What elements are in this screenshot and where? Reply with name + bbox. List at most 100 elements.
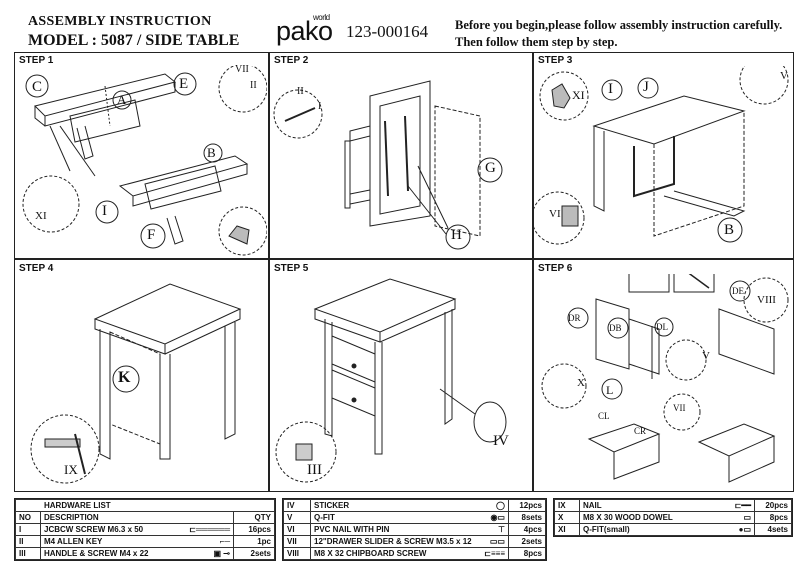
model-label: MODEL : 5087 / SIDE TABLE <box>28 32 240 49</box>
hw-no: I <box>15 523 41 536</box>
callout-i-circle <box>601 79 623 101</box>
step6-callout-l: L <box>606 383 614 397</box>
table-top <box>313 278 457 333</box>
step4-callout-k: K <box>118 369 131 386</box>
divider-v2 <box>532 52 534 492</box>
step1-callout-ii: VII <box>235 64 249 75</box>
step3-callout-j: J <box>643 79 649 95</box>
detail-xi-circle <box>539 71 589 121</box>
frame-rail-top <box>34 73 177 117</box>
hardware-row: XI Q-FIT(small)●▭ 4sets <box>554 523 792 536</box>
detail-dowel-circle <box>541 363 587 409</box>
warning-box-2 <box>673 274 715 293</box>
qfit-icon: ◉▭ <box>490 512 505 522</box>
sticker-icon: ◯ <box>496 500 505 510</box>
hw-desc: JCBCW SCREW M6.3 x 50⊏══════ <box>40 523 234 536</box>
frame-rail-bottom <box>118 155 249 197</box>
callout-l-circle <box>601 378 623 400</box>
drawer-box-right <box>697 423 776 457</box>
callout-k-circle <box>112 365 140 393</box>
panel-b <box>144 165 222 210</box>
leg-e <box>166 215 184 245</box>
nail-icon: ⊏━━ <box>734 500 751 510</box>
long-screw-icon: ⊏══════ <box>189 524 230 534</box>
hw-desc: PVC NAIL WITH PIN⊤ <box>310 523 509 536</box>
step1-callout-vii: XI <box>35 210 47 222</box>
detail-hammer-circle <box>30 414 100 484</box>
step3-callout-v: V <box>780 70 788 82</box>
hw-desc: HANDLE & SCREW M4 x 22▣ ⊸ <box>40 547 234 560</box>
product-code: 123-000164 <box>346 22 429 41</box>
detail-handle-circle <box>275 421 337 483</box>
step-2-illustration <box>273 80 503 250</box>
side-panel-frame <box>369 80 431 227</box>
step-6-illustration <box>541 274 789 483</box>
hw-qty: 1pc <box>233 535 275 548</box>
step6-callout-dl: DL <box>656 322 668 332</box>
hw-desc: Q-FIT(small)●▭ <box>579 523 755 536</box>
step6-callout-db: DB <box>609 323 622 333</box>
panel-a <box>69 99 141 143</box>
divider-h1 <box>14 258 794 260</box>
step-2-label: STEP 2 <box>274 55 309 66</box>
step2-callout-ii: II <box>297 86 304 97</box>
callout-b-circle <box>717 217 743 243</box>
drawer-2 <box>331 369 376 417</box>
step-6-label: STEP 6 <box>538 263 573 274</box>
detail-qfit-circle <box>665 339 707 381</box>
step-4-illustration <box>30 283 242 484</box>
chipboard-screw-icon: ⊏≡≡≡ <box>484 548 505 558</box>
hw-desc: Q-FIT◉▭ <box>310 511 509 524</box>
callout-dr-circle <box>567 307 589 329</box>
hw-no: XI <box>554 523 580 536</box>
divider-v1 <box>268 52 270 492</box>
drawer-side-dr <box>595 298 630 370</box>
callout-d-circle <box>173 72 197 96</box>
allen-key-icon: ⌐─ <box>219 536 230 546</box>
header-title-block: ASSEMBLY INSTRUCTION MODEL : 5087 / SIDE… <box>28 14 268 50</box>
hw-no: III <box>15 547 41 560</box>
callout-dl-circle <box>654 317 674 337</box>
step1-callout-d: E <box>179 76 189 92</box>
detail-slider-circle <box>663 393 701 431</box>
hw-no: VIII <box>283 547 311 560</box>
hw-no: VII <box>283 535 311 548</box>
back-panel-k <box>109 331 161 445</box>
step3-callout-i: I <box>608 81 613 97</box>
callout-f-circle <box>95 200 119 224</box>
step6-callout-cr: CR <box>634 426 647 436</box>
step6-callout-cl: CL <box>598 411 610 421</box>
drawer-box-left <box>587 423 661 453</box>
hardware-list-right: IX NAIL⊏━━ 20pcs X M8 X 30 WOOD DOWEL▭ 8… <box>553 498 793 537</box>
col-qty: QTY <box>233 511 275 524</box>
hardware-row: II M4 ALLEN KEY⌐─ 1pc <box>15 535 275 548</box>
hardware-row: III HANDLE & SCREW M4 x 22▣ ⊸ 2sets <box>15 547 275 560</box>
drawer-1 <box>331 335 376 383</box>
hardware-row: IX NAIL⊏━━ 20pcs <box>554 499 792 512</box>
detail-screw-circle <box>743 277 789 323</box>
step2-callout-g: G <box>485 160 496 176</box>
panel-g <box>434 105 481 237</box>
instruction-note: Before you begin,please follow assembly … <box>455 17 800 51</box>
col-desc: DESCRIPTION <box>40 511 234 524</box>
detail-screw-circle <box>273 89 323 139</box>
callout-b-circle <box>203 143 223 163</box>
hw-no: VI <box>283 523 311 536</box>
step4-callout-ix: IX <box>64 462 78 477</box>
hw-desc: STICKER◯ <box>310 499 509 512</box>
detail-slider-circle <box>22 175 80 233</box>
step5-callout-iii: III <box>307 462 322 478</box>
step6-callout-viii: VIII <box>757 294 776 306</box>
detail-qfit-circle <box>218 206 267 256</box>
hw-qty: 4pcs <box>508 523 546 536</box>
hw-qty: 4sets <box>754 523 792 536</box>
hw-desc: 12"DRAWER SLIDER & SCREW M3.5 x 12▭▭ <box>310 535 509 548</box>
drawer-slider-icon: ▭▭ <box>489 536 505 546</box>
hw-no: V <box>283 511 311 524</box>
hw-desc: NAIL⊏━━ <box>579 499 755 512</box>
step5-callout-iv: IV <box>493 433 509 449</box>
handle-icon: ▣ ⊸ <box>213 548 230 558</box>
detail-v-circle <box>739 66 789 105</box>
hardware-row: VII 12"DRAWER SLIDER & SCREW M3.5 x 12▭▭… <box>283 535 546 548</box>
